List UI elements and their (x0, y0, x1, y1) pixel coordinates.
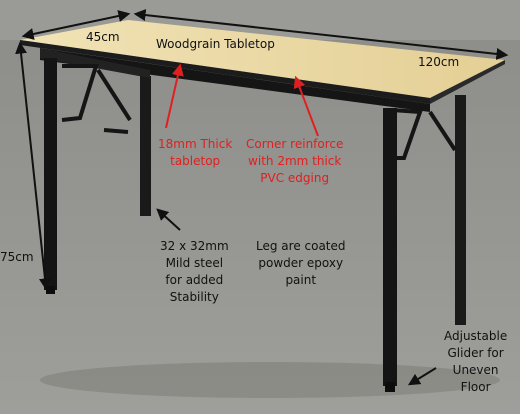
glider-callout-arrow (407, 367, 437, 386)
coating-callout: Leg are coated powder epoxy paint (256, 238, 346, 289)
table-shadow (40, 362, 500, 398)
thickness-callout: 18mm Thick tabletop (158, 136, 232, 170)
height-label: 75cm (0, 250, 34, 264)
thickness-line-2: tabletop (170, 154, 221, 168)
left-apron (40, 48, 150, 78)
glider-callout: Adjustable Glider for Uneven Floor (444, 328, 507, 396)
front-right-leg (383, 108, 397, 392)
back-right-leg (455, 95, 466, 325)
left-folding-bracket (61, 64, 132, 134)
length-dimension-line (133, 9, 509, 60)
steel-line-3: for added (165, 273, 224, 287)
width-dimension-line (21, 10, 131, 40)
edging-line-3: PVC edging (260, 171, 330, 185)
steel-line-2: Mild steel (165, 256, 224, 270)
steel-callout: 32 x 32mm Mild steel for added Stability (160, 238, 229, 306)
width-label: 45cm (86, 30, 120, 44)
front-left-leg (44, 58, 57, 294)
tabletop-label: Woodgrain Tabletop (156, 37, 275, 51)
tabletop-edge-front (20, 40, 430, 104)
right-folding-bracket (391, 108, 457, 160)
glider-line-2: Glider for (447, 346, 504, 360)
glider-line-1: Adjustable (444, 329, 508, 343)
front-apron (40, 48, 430, 112)
steel-callout-arrow (156, 208, 181, 231)
edging-callout: Corner reinforce with 2mm thick PVC edgi… (246, 136, 343, 187)
thickness-callout-arrow (165, 63, 184, 129)
length-label: 120cm (418, 55, 460, 69)
edging-line-2: with 2mm thick (248, 154, 342, 168)
edging-line-1: Corner reinforce (246, 137, 344, 151)
glider-line-4: Floor (460, 380, 491, 394)
tabletop-edge-right (430, 60, 505, 104)
glider-line-3: Uneven (452, 363, 499, 377)
coating-line-3: paint (285, 273, 317, 287)
back-left-leg (140, 76, 151, 216)
coating-line-1: Leg are coated (256, 239, 346, 253)
coating-line-2: powder epoxy (258, 256, 344, 270)
steel-line-1: 32 x 32mm (160, 239, 229, 253)
height-dimension-line (15, 41, 51, 291)
edging-callout-arrow (293, 75, 319, 137)
thickness-line-1: 18mm Thick (158, 137, 233, 151)
steel-line-4: Stability (169, 290, 219, 304)
